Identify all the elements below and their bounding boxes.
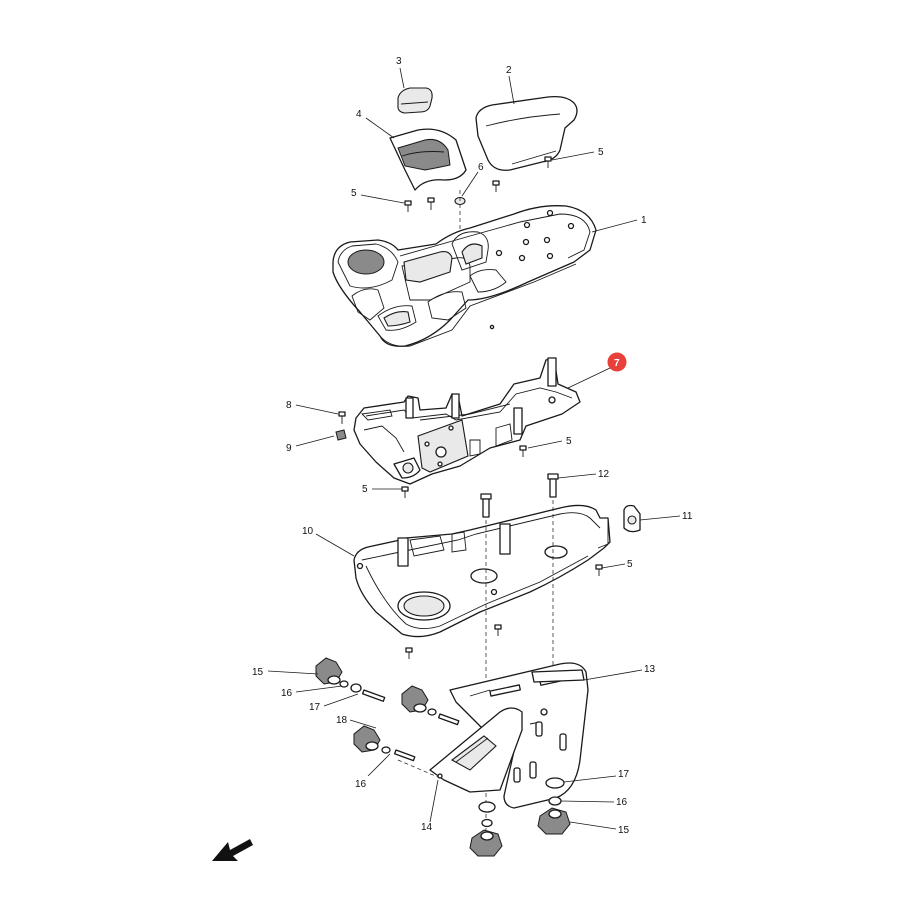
knob-assembly-bottom <box>469 801 503 857</box>
screw <box>492 180 500 192</box>
callout-5: 5 <box>598 147 604 158</box>
callout-4: 4 <box>356 109 362 120</box>
knob-assembly-left-bottom <box>353 725 416 762</box>
callout-11: 11 <box>682 511 693 522</box>
knob-assembly-left-middle <box>401 685 460 726</box>
screw-set-top <box>404 156 552 235</box>
part-14-lower-bracket <box>429 707 523 793</box>
callout-15: 15 <box>252 667 264 678</box>
part-8-screw <box>338 411 346 424</box>
knob-assembly-left-top <box>315 657 386 702</box>
callout-17: 17 <box>309 702 321 713</box>
callout-2: 2 <box>506 65 512 76</box>
part-18-pin <box>361 689 386 702</box>
callout-8: 8 <box>286 400 292 411</box>
callout-14: 14 <box>421 822 433 833</box>
callout-18: 18 <box>336 715 348 726</box>
callout-1: 1 <box>641 215 647 226</box>
screw <box>405 647 413 659</box>
part-11-end-cap <box>623 504 641 533</box>
callout-5: 5 <box>362 484 368 495</box>
callout-5: 5 <box>351 188 357 199</box>
callout-5: 5 <box>566 436 572 447</box>
screw-set-lower <box>405 564 603 659</box>
callout-12: 12 <box>598 469 610 480</box>
part-1-upper-housing <box>332 205 597 347</box>
callout-13: 13 <box>644 664 656 675</box>
callout-3: 3 <box>396 56 402 67</box>
screw <box>401 486 409 498</box>
arrow-down-left-icon <box>212 839 253 861</box>
screw <box>494 624 502 636</box>
part-9-clip <box>335 429 347 441</box>
part-7-chassis-frame <box>353 357 581 485</box>
callout-17: 17 <box>618 769 630 780</box>
part-2-cover <box>475 95 578 171</box>
part-17-washer <box>350 683 362 693</box>
highlight-marker[interactable] <box>607 352 627 372</box>
callout-10: 10 <box>302 526 314 537</box>
knob-assembly-right <box>537 777 571 835</box>
screw <box>544 156 552 168</box>
callout-15: 15 <box>618 825 630 836</box>
callout-labels: 3 2 4 5 6 5 1 7 8 9 5 5 12 11 10 5 13 15… <box>252 56 693 836</box>
leader-lines <box>267 67 681 830</box>
callout-7[interactable]: 7 <box>614 358 620 369</box>
callout-6: 6 <box>478 162 484 173</box>
part-3-cap <box>397 87 433 114</box>
callout-16: 16 <box>616 797 628 808</box>
callout-5: 5 <box>627 559 633 570</box>
screw <box>595 564 603 576</box>
part-10-lower-tray <box>353 504 611 638</box>
callout-16: 16 <box>355 779 367 790</box>
screw <box>427 197 435 210</box>
screw <box>404 200 412 212</box>
part-4-handle-shell <box>389 128 467 191</box>
callout-16: 16 <box>281 688 293 699</box>
part-12-bolts <box>480 473 559 518</box>
callout-9: 9 <box>286 443 292 454</box>
part-16-washer <box>339 680 349 688</box>
screw <box>519 445 527 457</box>
